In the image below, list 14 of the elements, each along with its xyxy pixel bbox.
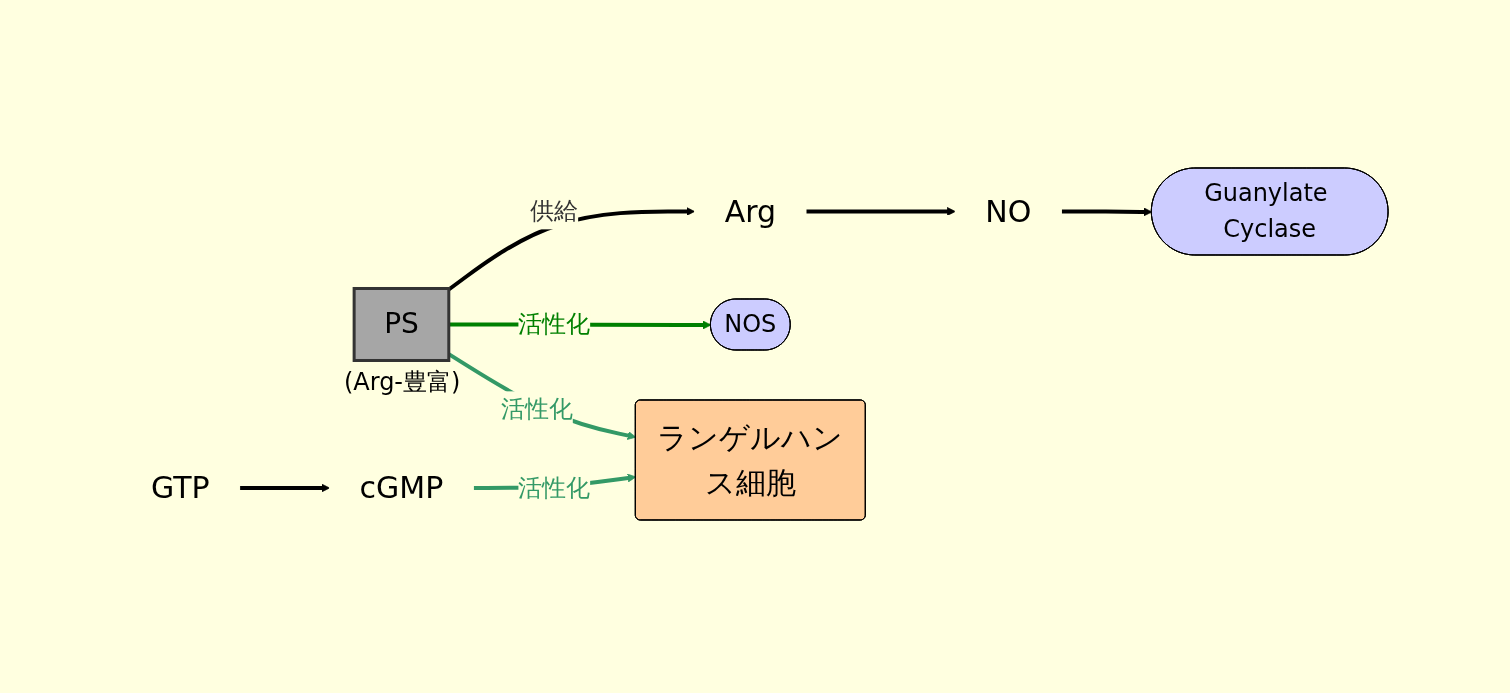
edge-label: 活性化 bbox=[518, 310, 591, 339]
arrow bbox=[448, 206, 696, 291]
node-text: NO bbox=[985, 193, 1032, 229]
node-text: cGMP bbox=[360, 470, 444, 506]
node-box: PS bbox=[353, 286, 451, 362]
edge-label: 活性化 bbox=[501, 395, 574, 424]
arrow bbox=[806, 206, 957, 216]
node-caption: (Arg-豊富) bbox=[343, 367, 461, 399]
arrow bbox=[240, 483, 331, 493]
edge-label: 供給 bbox=[530, 197, 579, 226]
node-text: Arg bbox=[725, 193, 777, 229]
edge-label: 活性化 bbox=[518, 473, 591, 502]
arrow bbox=[1061, 207, 1153, 217]
node-text: GTP bbox=[151, 470, 211, 506]
